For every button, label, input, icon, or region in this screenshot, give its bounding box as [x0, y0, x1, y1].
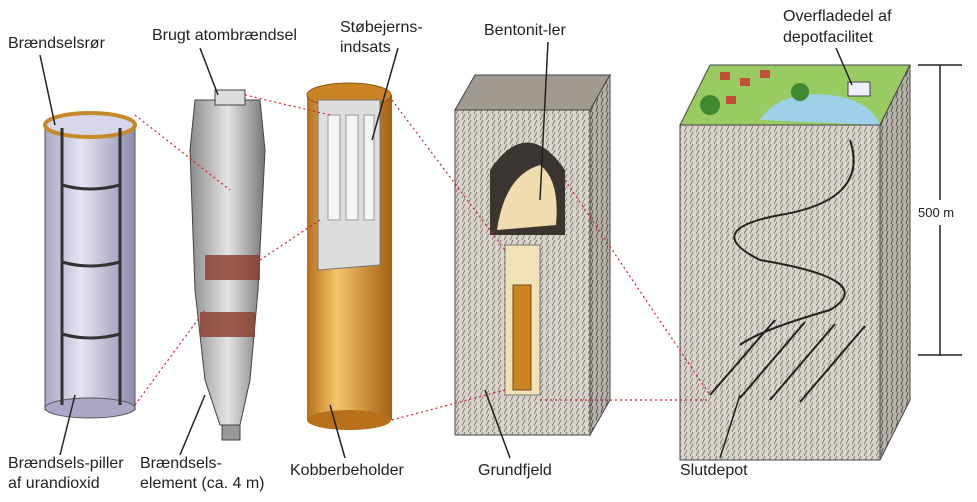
- label-fuel-tube: Brændselsrør: [8, 35, 105, 52]
- label-cast-iron-insert-line1: Støbejerns-: [340, 19, 423, 36]
- label-repository: Slutdepot: [680, 462, 748, 479]
- label-pellets-line2: af urandioxid: [8, 475, 100, 492]
- label-surface-line2: depotfacilitet: [783, 29, 873, 46]
- label-element-line2: element (ca. 4 m): [140, 475, 265, 492]
- bedrock-block: [454, 73, 611, 437]
- label-bedrock: Grundfjeld: [478, 462, 552, 479]
- label-element-line1: Brændsels-: [140, 455, 222, 472]
- label-pointers: [39, 41, 853, 459]
- label-copper-canister: Kobberbeholder: [290, 462, 404, 479]
- label-surface-line1: Overfladedel af: [783, 8, 892, 25]
- label-pellets-line1: Brændsels-piller: [8, 455, 124, 472]
- copper-canister: [306, 82, 392, 430]
- depth-scale-bar: [918, 64, 962, 356]
- label-depth: 500 m: [918, 205, 955, 220]
- label-cast-iron-insert-line2: indsats: [340, 39, 391, 56]
- label-spent-fuel: Brugt atombrændsel: [152, 27, 297, 44]
- repository-block: [679, 64, 911, 461]
- connector-lines: [134, 94, 711, 421]
- label-bentonite: Bentonit-ler: [484, 22, 566, 39]
- fuel-rod: [43, 111, 137, 419]
- fuel-element: [189, 89, 266, 441]
